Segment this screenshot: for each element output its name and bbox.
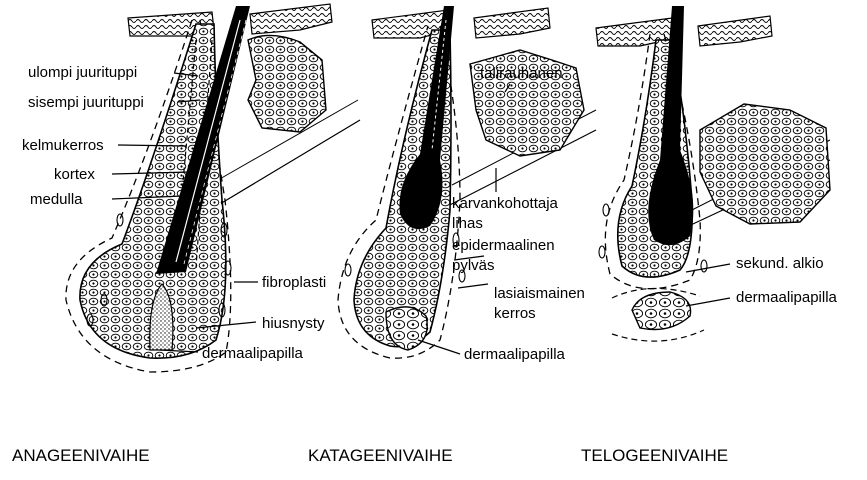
label-medulla: medulla bbox=[30, 191, 83, 208]
label-telogen-papilla: dermaalipapilla bbox=[736, 289, 838, 306]
label-inner-root-sheath: sisempi juurituppi bbox=[28, 94, 144, 111]
label-catagen-papilla: dermaalipapilla bbox=[464, 346, 566, 363]
label-epithelial-column-1: epidermaalinen bbox=[452, 237, 555, 254]
telogen-dermal-papilla bbox=[632, 292, 691, 330]
label-epithelial-column-2: pylväs bbox=[452, 257, 495, 274]
label-arrector-pili-2: lihas bbox=[452, 215, 483, 232]
catagen-follicle bbox=[338, 6, 596, 358]
title-anagen: ANAGEENIVAIHE bbox=[12, 446, 150, 465]
label-arrector-pili-1: karvankohottaja bbox=[452, 195, 559, 212]
label-sebaceous-gland: talirauhanen bbox=[480, 65, 563, 82]
label-outer-root-sheath: ulompi juurituppi bbox=[28, 64, 137, 81]
label-cuticle: kelmukerros bbox=[22, 137, 104, 154]
telogen-sebaceous-gland bbox=[700, 104, 830, 224]
anagen-sebaceous-gland bbox=[248, 35, 326, 132]
label-anagen-papilla: dermaalipapilla bbox=[202, 345, 304, 362]
title-catagen: KATAGEENIVAIHE bbox=[308, 446, 453, 465]
catagen-epidermis-right bbox=[474, 8, 550, 38]
label-glassy-membrane-2: kerros bbox=[494, 305, 536, 322]
label-matrix: hiusnysty bbox=[262, 315, 325, 332]
telogen-epidermis-right bbox=[698, 16, 772, 46]
label-glassy-membrane-1: lasiaismainen bbox=[494, 285, 585, 302]
title-telogen: TELOGEENIVAIHE bbox=[581, 446, 728, 465]
label-fibroblast: fibroplasti bbox=[262, 274, 326, 291]
anagen-epidermis-right bbox=[250, 4, 332, 34]
label-cortex: kortex bbox=[54, 166, 95, 183]
label-secondary-germ: sekund. alkio bbox=[736, 255, 824, 272]
